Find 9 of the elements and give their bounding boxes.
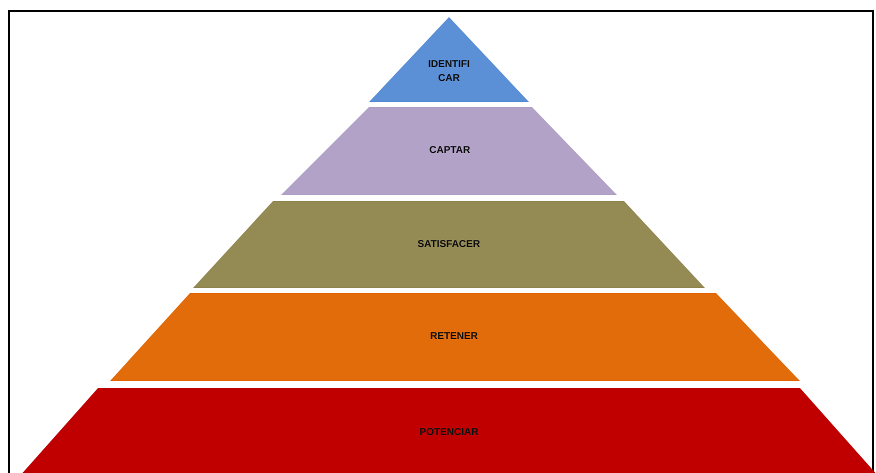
level-label: RETENER (429, 330, 479, 344)
pyramid-level (193, 201, 705, 288)
level-label: CAPTAR (428, 144, 472, 158)
level-label: POTENCIAR (418, 426, 480, 440)
pyramid-level (110, 293, 800, 381)
pyramid-level (369, 17, 529, 102)
pyramid-level (281, 107, 617, 195)
level-label: IDENTIFI CAR (427, 58, 471, 86)
level-label: SATISFACER (416, 238, 482, 252)
